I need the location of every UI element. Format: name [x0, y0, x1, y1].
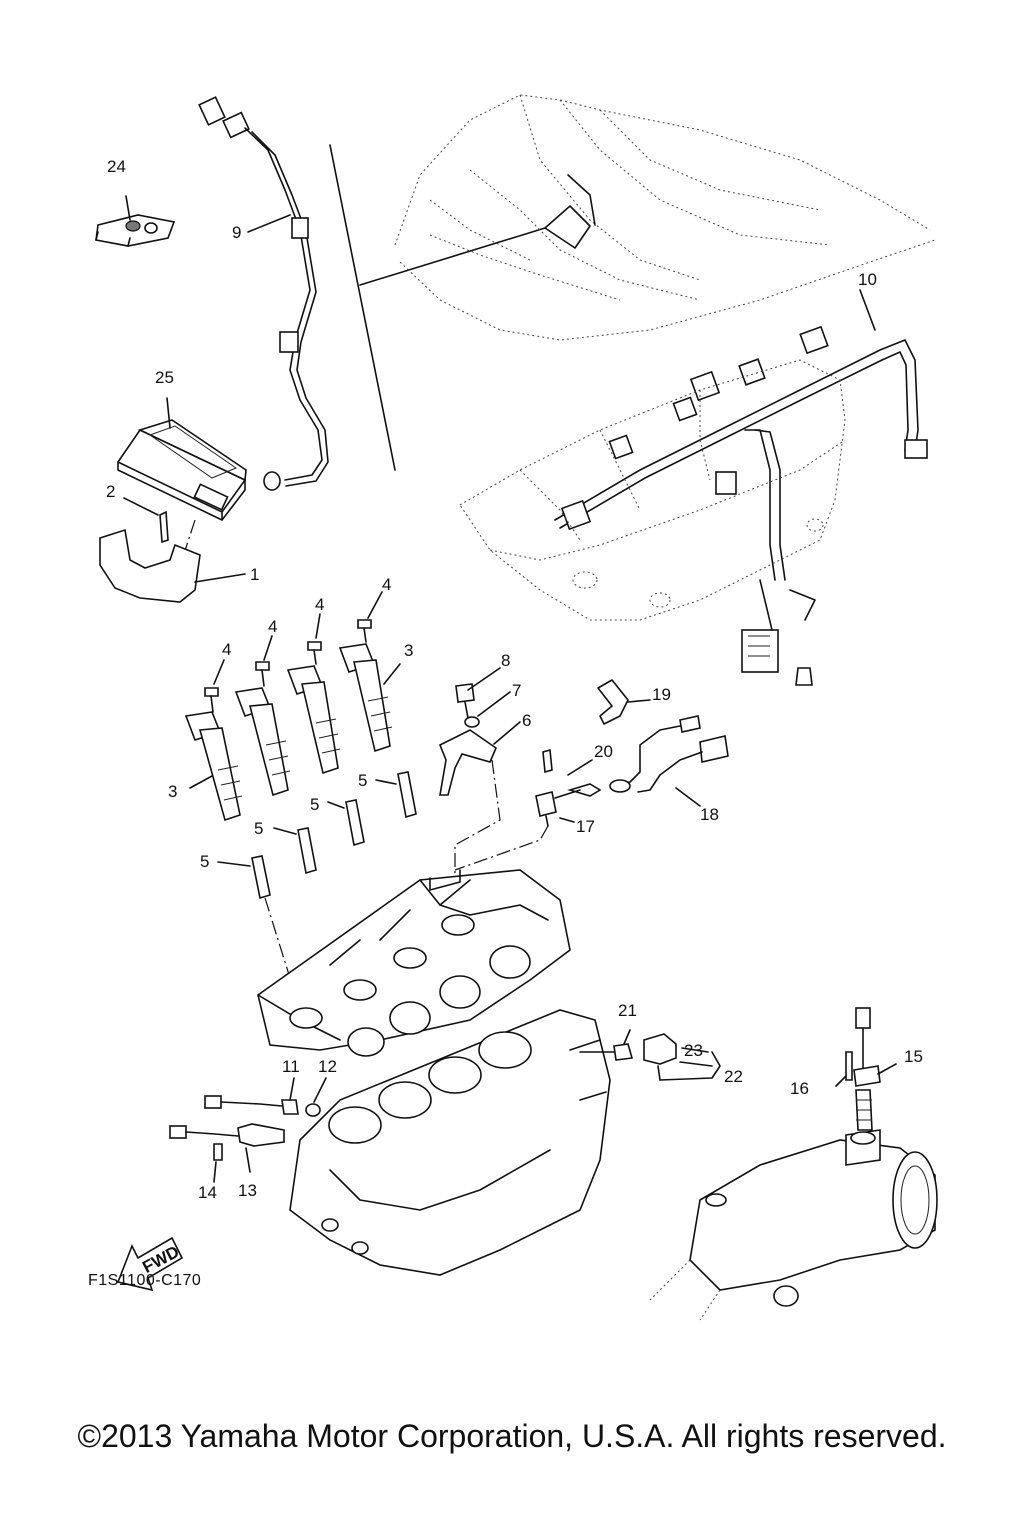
exhaust-pipe: [649, 1129, 938, 1321]
part-4-bolts: [204, 591, 383, 713]
callout-24: 24: [107, 157, 126, 176]
callout-18: 18: [700, 805, 719, 824]
diagram-code: F1S1100-C170: [88, 1272, 202, 1289]
callout-4-b: 4: [268, 617, 277, 636]
callout-8: 8: [501, 651, 510, 670]
part-11-14-sensors: [169, 1077, 327, 1183]
callout-3-a: 3: [168, 782, 177, 801]
part-24-remote-fob: [95, 195, 176, 247]
callout-19: 19: [652, 685, 671, 704]
copyright-notice: ©2013 Yamaha Motor Corporation, U.S.A. A…: [77, 1418, 947, 1454]
part-9-wire-lead: [198, 96, 329, 491]
callout-22: 22: [724, 1067, 743, 1086]
cylinder-head: [257, 869, 571, 1057]
callout-5-a: 5: [200, 852, 209, 871]
part-17-20-sensors: [454, 679, 729, 871]
callout-11: 11: [282, 1057, 300, 1076]
watercraft-hull-outline: [394, 94, 936, 341]
part-15-16-exhaust-sensor: [835, 1007, 897, 1131]
callout-5-c: 5: [310, 795, 319, 814]
part-3-ignition-coils: [184, 643, 401, 822]
callout-7: 7: [512, 681, 521, 700]
engine-top-intake-outline: [459, 359, 846, 621]
callout-4-d: 4: [382, 575, 391, 594]
divider-line: [329, 144, 396, 471]
callout-21: 21: [618, 1001, 637, 1020]
callout-6: 6: [522, 711, 531, 730]
callout-3-b: 3: [404, 641, 413, 660]
callout-5-b: 5: [254, 819, 263, 838]
cylinder-block: [289, 1009, 611, 1276]
part-10-wire-harness: [554, 289, 928, 686]
callout-15: 15: [904, 1047, 923, 1066]
part-21-23-sensors: [579, 1029, 721, 1081]
callout-4-c: 4: [315, 595, 324, 614]
callout-13: 13: [238, 1181, 257, 1200]
callout-25: 25: [155, 368, 174, 387]
callout-4-a: 4: [222, 640, 231, 659]
callout-23: 23: [684, 1041, 703, 1060]
callout-2: 2: [106, 482, 115, 501]
callout-1: 1: [250, 565, 259, 584]
callout-10: 10: [858, 270, 877, 289]
callout-17: 17: [576, 817, 595, 836]
callout-20: 20: [594, 742, 613, 761]
callout-14: 14: [198, 1183, 217, 1202]
part-25-ecu: [116, 397, 247, 521]
callout-16: 16: [790, 1079, 809, 1098]
part-6-7-8-bracket: [438, 667, 521, 880]
part-1-bracket: [99, 528, 246, 603]
part-5-spark-plugs: [217, 771, 417, 1011]
callout-9: 9: [232, 223, 241, 242]
callout-12: 12: [318, 1057, 337, 1076]
callout-5-d: 5: [358, 771, 367, 790]
